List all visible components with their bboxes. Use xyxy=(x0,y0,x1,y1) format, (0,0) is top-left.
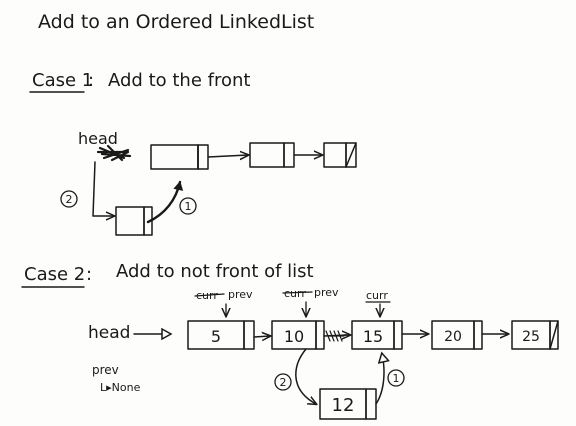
node-value-25: 25 xyxy=(522,329,540,345)
case2-step2-arrow xyxy=(295,348,316,404)
node-value-10: 10 xyxy=(284,327,304,346)
case1-section: Case 1 : Add to the front head xyxy=(29,70,357,236)
case1-step2-number: 2 xyxy=(66,193,73,206)
case2-step1-number: 1 xyxy=(393,372,400,385)
case1-step1-arrow xyxy=(146,180,184,224)
case1-head-label: head xyxy=(78,129,118,148)
case1-new-node xyxy=(115,206,153,236)
case1-step2-arrow xyxy=(92,161,114,216)
case2-step2-badge xyxy=(274,373,292,391)
case1-colon: : xyxy=(88,70,94,91)
case1-step1-number: 1 xyxy=(185,200,192,213)
case1-node-1 xyxy=(150,144,248,170)
case1-node-2 xyxy=(249,142,322,168)
case2-step1-arrow xyxy=(375,354,384,405)
case2-label: Case 2 xyxy=(24,264,85,285)
case2-head-label: head xyxy=(88,323,130,343)
node-value-12: 12 xyxy=(332,395,355,416)
list-node-10: 10 xyxy=(271,320,350,350)
head-scribble xyxy=(96,144,132,162)
diagram-title: Add to an Ordered LinkedList xyxy=(38,11,314,33)
list-node-5: 5 xyxy=(187,320,270,350)
case1-node-3-null xyxy=(323,142,357,168)
node-value-15: 15 xyxy=(363,327,383,346)
case1-label: Case 1 xyxy=(32,70,93,91)
case2-title: Add to not front of list xyxy=(116,261,314,282)
list-node-15: 15 xyxy=(351,320,428,350)
case1-step1-badge xyxy=(179,197,197,215)
case1-step2-badge xyxy=(60,190,78,208)
case2-colon: : xyxy=(86,264,92,285)
prev-note-value: L▸None xyxy=(100,381,141,394)
case1-title: Add to the front xyxy=(108,70,250,91)
case2-section: Case 2 : Add to not front of list curr p… xyxy=(21,261,559,420)
list-node-20: 20 xyxy=(431,320,508,350)
prev-note-label: prev xyxy=(92,363,119,377)
annot-prev-on-5: prev xyxy=(228,288,253,301)
case2-step2-number: 2 xyxy=(280,376,287,389)
node-value-20: 20 xyxy=(444,329,462,345)
annot-curr-struck-2: curr xyxy=(284,287,306,300)
new-node-12: 12 xyxy=(319,388,377,420)
crossed-out-link xyxy=(325,330,345,342)
annot-curr-on-15: curr xyxy=(366,289,388,302)
annot-prev-on-10: prev xyxy=(314,286,339,299)
list-node-25: 25 xyxy=(511,320,559,350)
node-value-5: 5 xyxy=(211,327,221,346)
case2-step1-badge xyxy=(387,369,405,387)
